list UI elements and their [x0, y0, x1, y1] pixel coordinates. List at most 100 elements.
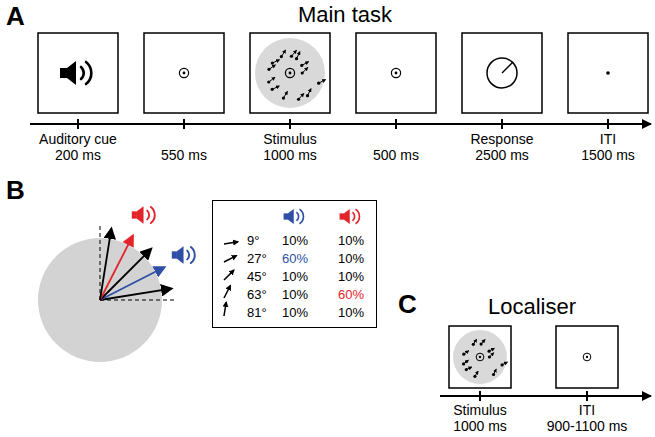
dot-motion	[269, 65, 275, 69]
probability-cell: 60%	[282, 251, 308, 267]
probability-cell: 10%	[282, 269, 308, 285]
dot-motion	[494, 369, 497, 374]
probability-cell: 60%	[338, 287, 364, 303]
dot-motion	[283, 91, 287, 98]
direction-cell: 45°	[247, 269, 267, 285]
drawing-part	[100, 229, 111, 300]
row-arrow	[224, 286, 230, 298]
direction-cell: 9°	[247, 233, 259, 249]
fixation-point	[476, 353, 484, 361]
duration: 1000 ms	[453, 419, 507, 434]
fixation-point	[391, 68, 400, 77]
dot-motion	[308, 89, 311, 96]
probability-cell: 10%	[338, 305, 364, 321]
screen-boxes-c	[449, 326, 618, 388]
screen-boxes-a	[38, 33, 648, 113]
probability-cell: 10%	[282, 233, 308, 249]
iti-dot	[606, 71, 610, 75]
probability-cell: 10%	[338, 251, 364, 267]
duration: 500 ms	[373, 148, 419, 163]
direction-arrows	[100, 229, 171, 300]
event-name: Auditory cue	[39, 132, 117, 147]
speaker-icon	[60, 61, 91, 85]
drawing-part	[556, 326, 618, 388]
dot-motion	[489, 353, 493, 357]
event-name: ITI	[579, 403, 595, 418]
panel-letter: B	[6, 176, 25, 205]
stimulus-aperture	[453, 330, 507, 384]
dot-motion	[269, 77, 275, 82]
row-arrow	[224, 242, 238, 244]
direction-cell: 81°	[247, 305, 267, 321]
speaker-icon-blue	[172, 246, 195, 264]
dot-motion	[272, 60, 279, 63]
speaker-icon-red	[132, 206, 155, 224]
dot-motion	[473, 339, 476, 344]
drawing-part	[100, 300, 174, 301]
drawing-part	[250, 33, 330, 113]
duration: 550 ms	[161, 148, 207, 163]
drawing-part	[479, 391, 481, 401]
drawing-part	[568, 33, 648, 113]
probability-cell: 10%	[282, 287, 308, 303]
duration: 2500 ms	[475, 148, 529, 163]
probability-cell: 10%	[338, 269, 364, 285]
moving-dots	[462, 339, 507, 378]
drawing-part	[449, 326, 511, 388]
drawing-part	[607, 119, 609, 129]
duration: 1000 ms	[263, 148, 317, 163]
dot-motion	[489, 348, 494, 351]
direction-cell: 63°	[247, 287, 267, 303]
dot-motion	[302, 68, 307, 73]
duration: 200 ms	[55, 148, 101, 163]
timeline-c	[440, 391, 651, 401]
fixation-point	[285, 68, 294, 77]
drawing-part	[144, 33, 224, 113]
dot-motion	[464, 360, 469, 364]
drawing-part	[586, 391, 588, 401]
drawing-part	[501, 119, 503, 129]
drawing-part	[395, 119, 397, 129]
drawing-part	[38, 33, 118, 113]
drawing-part	[289, 119, 291, 129]
dot-motion	[272, 86, 279, 89]
probability-table: 9°10%10%27°60%10%45°10%10%63°10%60%81°10…	[212, 200, 377, 328]
event-name: Stimulus	[453, 403, 507, 418]
row-arrow	[224, 302, 226, 316]
row-arrows	[224, 242, 238, 316]
dot-motion	[466, 367, 471, 370]
drawing-part	[487, 58, 517, 88]
dot-motion	[481, 340, 485, 345]
speaker-icon-blue	[284, 209, 304, 224]
direction-cell: 27°	[247, 251, 267, 267]
row-arrow	[224, 256, 236, 262]
quadrant-guides	[100, 226, 174, 300]
drawing-part	[100, 226, 101, 300]
dot-motion	[319, 80, 326, 84]
panel-title: Localiser	[488, 295, 576, 319]
drawing-part	[183, 119, 185, 129]
drawing-part	[100, 267, 164, 300]
dot-motion	[502, 362, 507, 365]
panel-title: Main task	[298, 3, 392, 27]
moving-dots	[267, 50, 325, 101]
row-arrow	[224, 270, 234, 280]
drawing-part	[502, 62, 513, 73]
response-dial	[487, 58, 517, 88]
fixation-point	[179, 68, 188, 77]
speaker-icon-red	[340, 209, 360, 224]
dot-motion	[475, 371, 478, 376]
fixation-point	[583, 353, 591, 361]
dot-motion	[302, 62, 309, 66]
drawing-part	[356, 33, 436, 113]
dot-motion	[464, 351, 469, 354]
duration: 1500 ms	[581, 148, 635, 163]
event-name: ITI	[600, 132, 616, 147]
panel-letter: A	[6, 2, 25, 31]
event-name: Response	[470, 132, 533, 147]
stimulus-aperture	[255, 38, 325, 108]
drawing-part	[77, 119, 79, 129]
